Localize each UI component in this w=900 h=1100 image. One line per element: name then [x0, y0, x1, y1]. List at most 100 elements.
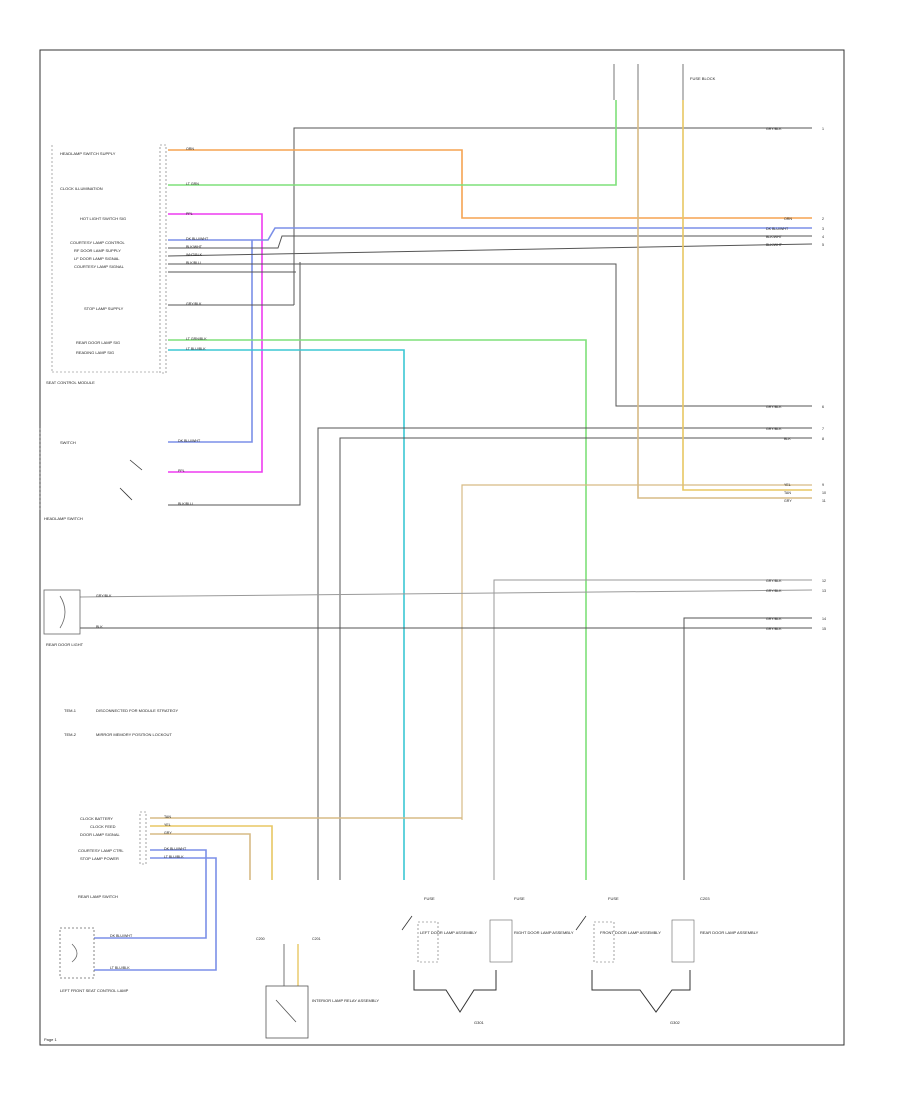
end-label-9: YEL — [784, 483, 791, 487]
wire-lt-green-long — [168, 339, 587, 880]
door-lamp-left-label: LEFT DOOR LAMP ASSEMBLY — [420, 930, 477, 935]
end-label-7: GRY/BLK — [766, 427, 782, 431]
pin-label-9: REAR DOOR LAMP SIG — [76, 340, 120, 345]
rear-door-light-label: REAR DOOR LIGHT — [46, 642, 84, 647]
wire-hs-bottom — [168, 262, 301, 506]
ground-right: G302 — [591, 970, 691, 1025]
legend-text-1: DISCONNECTED FOR MODULE STRATEGY — [96, 708, 178, 713]
connector-c201: C201 — [312, 937, 321, 941]
lower-wire-gry: GRY — [164, 831, 172, 835]
lamp-wire-blu-1: DK BLU/WHT — [110, 934, 133, 938]
end-label-1: GRY/BLK — [766, 127, 782, 131]
wire-gray-rear-door — [79, 589, 813, 598]
diagram-frame — [39, 49, 845, 1046]
rear-right-lamp-label: REAR DOOR LAMP ASSEMBLY — [700, 930, 759, 935]
headlamp-switch-label: HEADLAMP SWITCH — [44, 516, 83, 521]
left-front-lamp: LEFT FRONT SEAT CONTROL LAMP — [59, 927, 129, 993]
ref-number-6: 6 — [822, 405, 824, 409]
ground-left-label: G301 — [474, 1020, 485, 1025]
lower-wire-yel: YEL — [164, 823, 171, 827]
end-label-13: GRY/BLK — [766, 589, 782, 593]
door-lamp-right: FUSE RIGHT DOOR LAMP ASSEMBLY — [489, 896, 574, 963]
fuse-label-3: FUSE — [608, 896, 619, 901]
end-label-5: BLK/WHT — [766, 243, 783, 247]
wire-color-lt-grn-blk: LT GRN/BLK — [186, 337, 207, 341]
rear-lamp-switch-label: REAR LAMP SWITCH — [78, 894, 118, 899]
door-lamp-right-label: RIGHT DOOR LAMP ASSEMBLY — [514, 930, 574, 935]
end-label-12: GRY/BLK — [766, 579, 782, 583]
lower-wire-tan: TAN — [164, 815, 171, 819]
ref-number-13: 13 — [822, 589, 826, 593]
wire-color-gry-blk: GRY/BLK — [186, 302, 202, 306]
legend-tag-2: TEM-2 — [64, 732, 77, 737]
end-label-6: GRY/BLK — [766, 405, 782, 409]
front-right-lamp-label: FRONT DOOR LAMP ASSEMBLY — [600, 930, 661, 935]
ref-number-8: 8 — [822, 437, 824, 441]
pin-label-6: LF DOOR LAMP SIGNAL — [74, 256, 120, 261]
wire-color-rear-blk: BLK — [96, 625, 103, 629]
wire-lt-green-top — [168, 100, 617, 186]
page-label: Page 1 — [44, 1037, 57, 1042]
wire-color-dk-blu: DK BLU/WHT — [186, 237, 209, 241]
end-label-2: ORN — [784, 217, 792, 221]
wire-color-tags-lower: TAN YEL GRY DK BLU/WHT LT BLU/BLK DK BLU… — [110, 815, 187, 970]
ref-number-9: 9 — [822, 483, 824, 487]
interior-lamp-relay-label: INTERIOR LAMP RELAY ASSEMBLY — [312, 998, 379, 1003]
wire-color-blk-blu: BLK/BLU — [186, 261, 201, 265]
fuse-label-2: FUSE — [514, 896, 525, 901]
wire-tan-lower-2 — [150, 833, 251, 880]
wire-blk-mid — [339, 437, 812, 880]
wire-tan-low — [461, 484, 812, 820]
end-label-10: TAN — [784, 491, 791, 495]
headlamp-switch: SWITCH HEADLAMP SWITCH — [39, 428, 143, 521]
wire-color-switch-blu: DK BLU/WHT — [178, 439, 201, 443]
end-label-15: GRY/BLK — [766, 627, 782, 631]
lower-wire-blu-1: DK BLU/WHT — [164, 847, 187, 851]
top-fuse-feeds: FUSE BLOCK — [613, 64, 716, 100]
right-edge-labels: GRY/BLK ORN DK BLU/WHT BLK/WHT BLK/WHT G… — [766, 127, 826, 631]
wire-color-blk-wht: BLK/WHT — [186, 245, 203, 249]
legend-tag-1: TEM-1 — [64, 708, 77, 713]
headlamp-switch-sublabel: SWITCH — [60, 440, 76, 445]
wire-cyan — [168, 349, 405, 880]
pin-label-10: READING LAMP SIG — [76, 350, 114, 355]
wire-color-wht-blk: WHT/BLK — [186, 253, 203, 257]
ref-number-7: 7 — [822, 427, 824, 431]
pin-label-8: STOP LAMP SUPPLY — [84, 306, 124, 311]
lower-pin-1: CLOCK BATTERY — [80, 816, 113, 821]
ref-number-14: 14 — [822, 617, 826, 621]
wires — [79, 100, 813, 971]
wire-color-tags-upper: ORN LT GRN PPL DK BLU/WHT BLK/WHT WHT/BL… — [96, 147, 209, 629]
wire-gry-blk-mid1 — [317, 427, 812, 880]
ref-number-5: 5 — [822, 243, 824, 247]
lower-pin-3: DOOR LAMP SIGNAL — [80, 832, 120, 837]
ref-number-3: 3 — [822, 227, 824, 231]
lower-pin-4: COURTESY LAMP CTRL — [78, 848, 124, 853]
wire-blue-switch — [168, 240, 253, 443]
left-front-lamp-label: LEFT FRONT SEAT CONTROL LAMP — [60, 988, 129, 993]
end-label-14: GRY/BLK — [766, 617, 782, 621]
wire-yellow — [682, 100, 812, 491]
end-label-3: DK BLU/WHT — [766, 227, 789, 231]
wire-blk-wht-3 — [168, 263, 812, 407]
pin-label-4: COURTESY LAMP CONTROL — [70, 240, 125, 245]
ref-number-15: 15 — [822, 627, 826, 631]
wire-blue-lower-1 — [94, 849, 207, 939]
ground-right-label: G302 — [670, 1020, 681, 1025]
pin-label-7: COURTESY LAMP SIGNAL — [74, 264, 125, 269]
wire-gry-blk-top — [293, 127, 812, 305]
pin-label-3: HOT LIGHT SWITCH SIG — [80, 216, 126, 221]
wire-blk-wht-1 — [168, 235, 812, 249]
top-fuse-label: FUSE BLOCK — [690, 76, 716, 81]
wire-tan — [637, 100, 812, 499]
ref-number-4: 4 — [822, 235, 824, 239]
wire-blk-wht-2 — [167, 243, 813, 257]
seat-control-module: HEADLAMP SWITCH SUPPLY CLOCK ILLUMINATIO… — [46, 144, 167, 385]
legend-text-2: MIRROR MEMORY POSITION LOCKOUT — [96, 732, 172, 737]
wire-blue-top — [168, 227, 812, 241]
wire-color-orn: ORN — [186, 147, 194, 151]
wire-color-switch-blk: BLK/BLU — [178, 502, 193, 506]
pin-label-2: CLOCK ILLUMINATION — [60, 186, 103, 191]
lamp-wire-blu-2: LT BLU/BLK — [110, 966, 130, 970]
